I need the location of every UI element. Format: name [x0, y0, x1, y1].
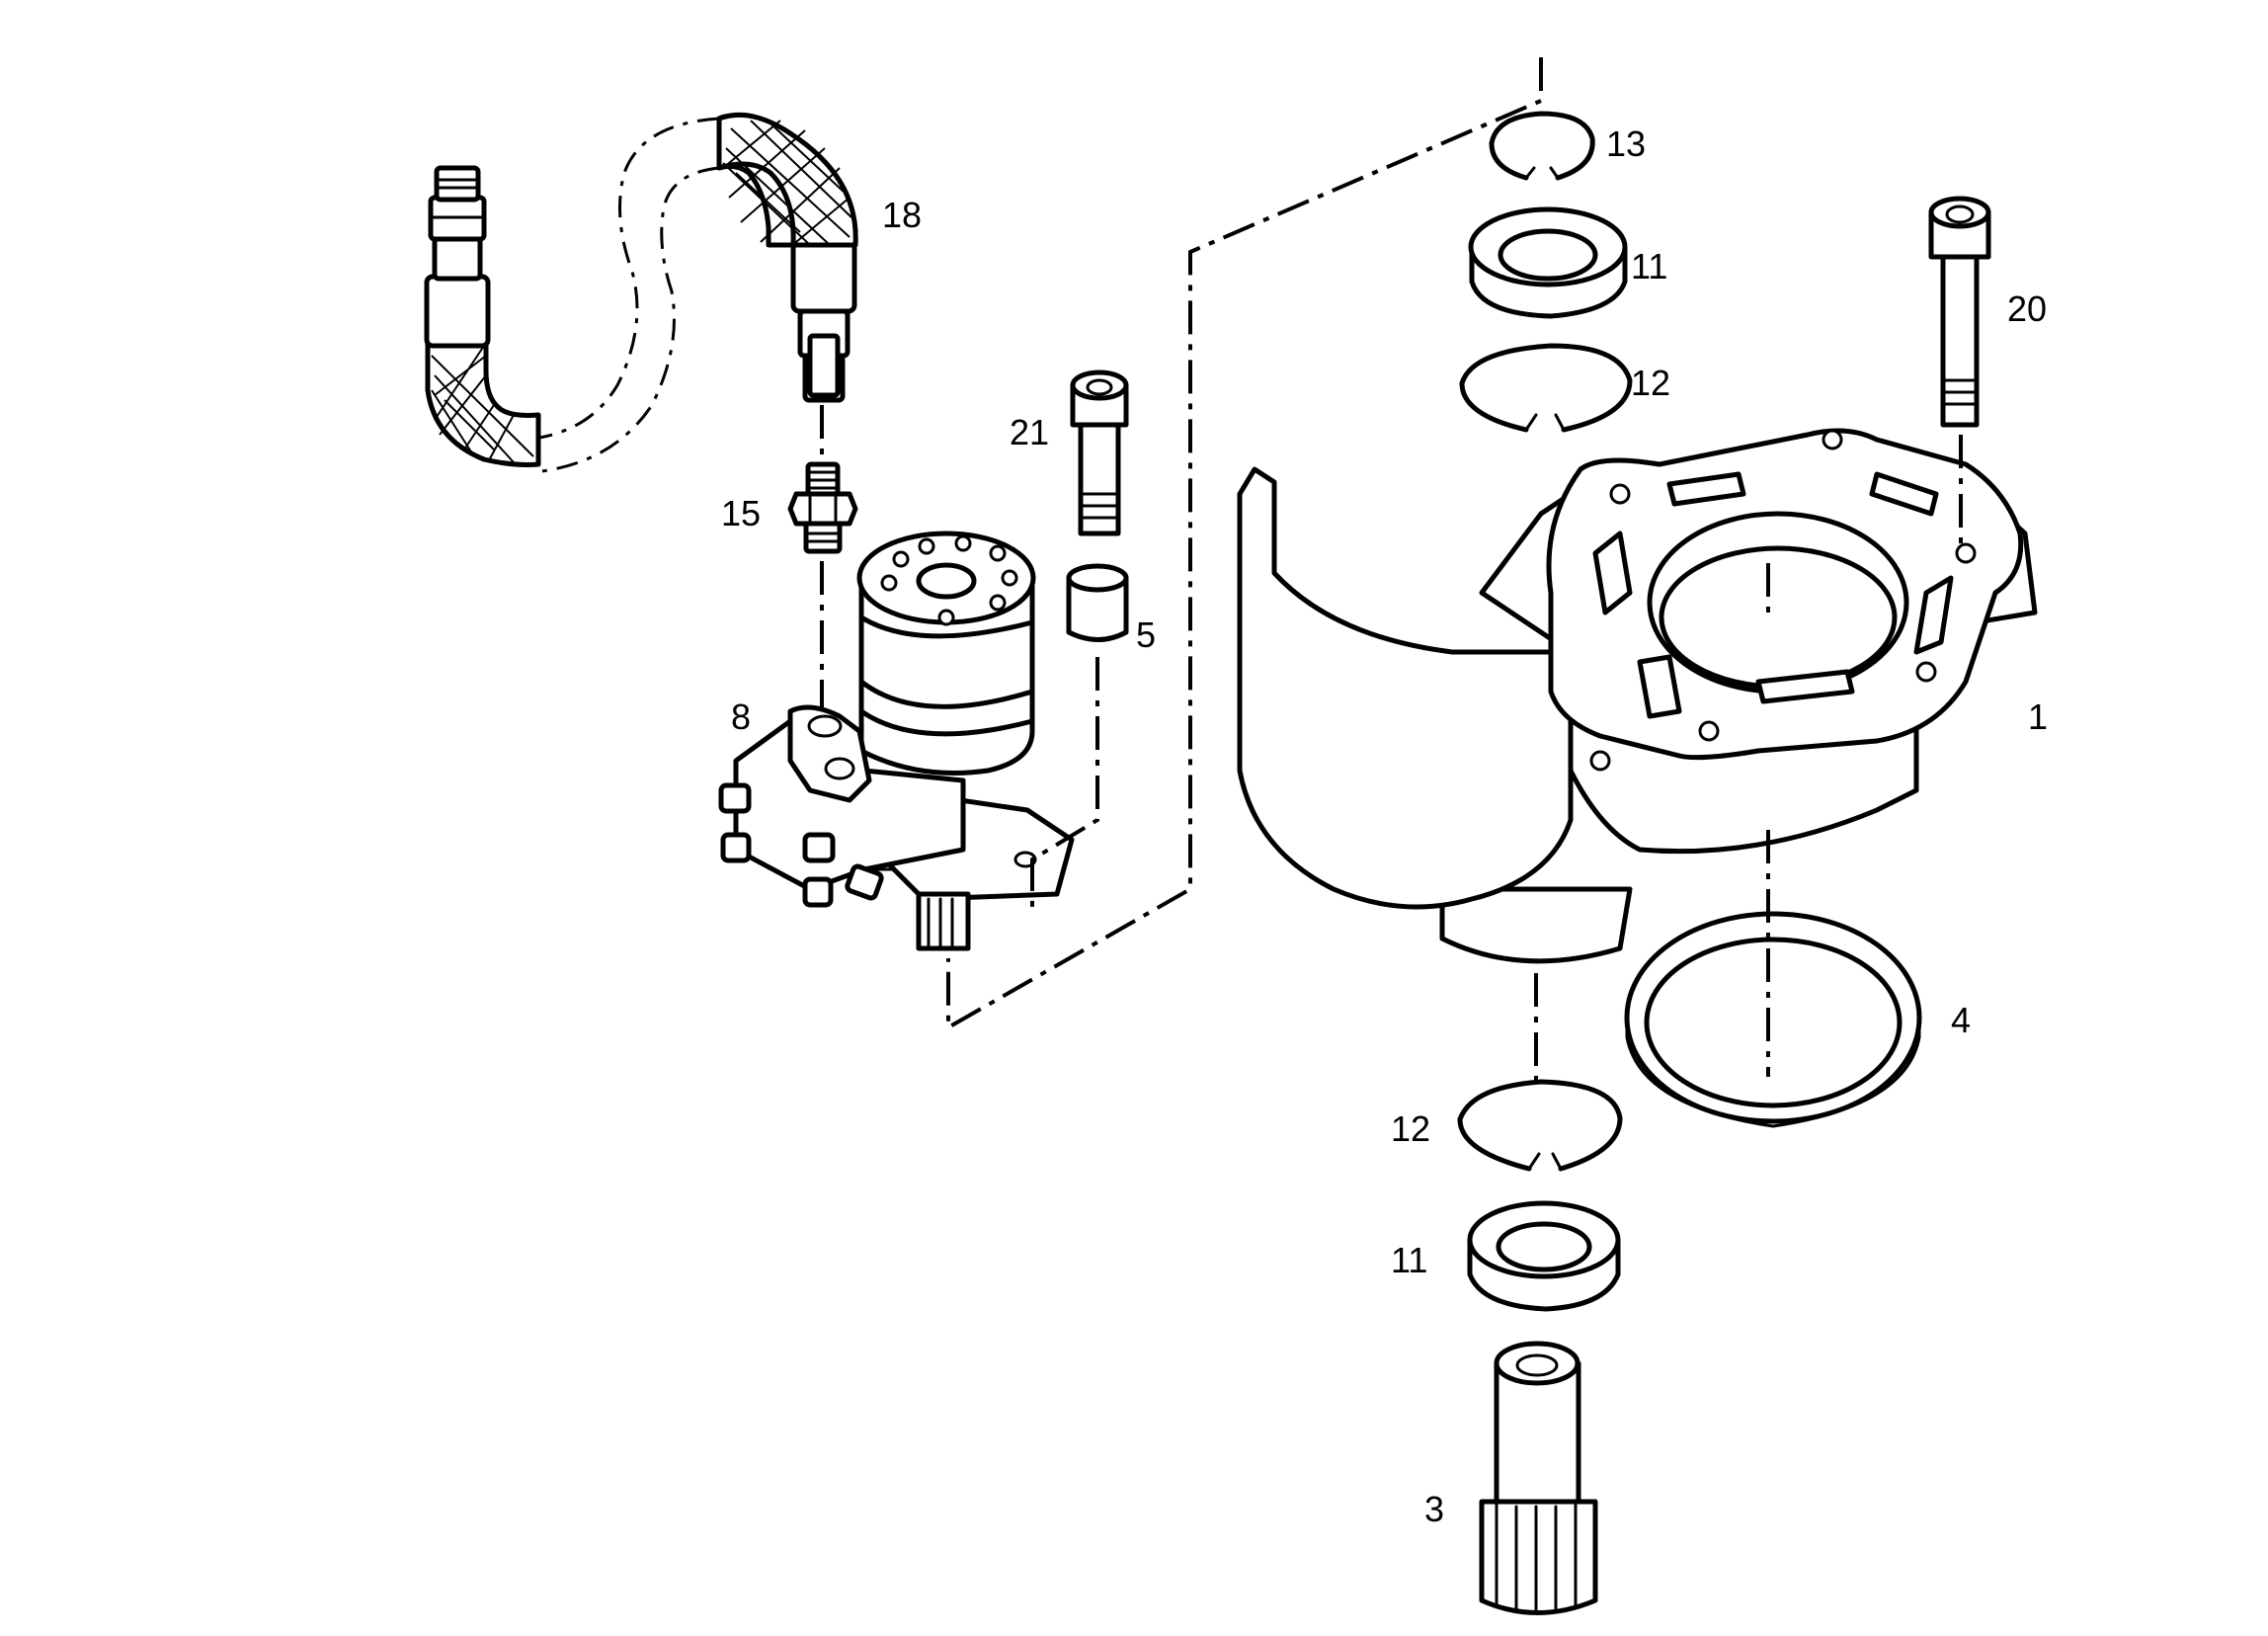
- label-part-11-bottom: 11: [1391, 1240, 1427, 1280]
- label-part-11-top: 11: [1631, 246, 1667, 286]
- cap-screw-small: [1070, 369, 1129, 536]
- label-part-12-bottom: 12: [1391, 1108, 1430, 1149]
- label-part-13: 13: [1606, 123, 1646, 164]
- snap-ring-top: [1459, 343, 1633, 433]
- label-part-5: 5: [1136, 614, 1156, 655]
- part-labels: 13 18 11 20 12 21 15 5 8 1 4 12 11 3: [721, 123, 2048, 1529]
- label-part-8: 8: [731, 696, 751, 737]
- circlip-top: [1489, 111, 1595, 181]
- label-part-12-top: 12: [1631, 363, 1670, 403]
- assembly-boundary-line: [946, 57, 1543, 1031]
- label-part-3: 3: [1424, 1489, 1444, 1529]
- label-part-4: 4: [1951, 1000, 1971, 1040]
- cap-screw-large: [1928, 196, 1991, 428]
- spacer-bushing: [1066, 563, 1129, 642]
- label-part-18: 18: [882, 195, 922, 235]
- bearing-top: [1468, 206, 1628, 319]
- bearing-bottom: [1467, 1200, 1621, 1312]
- hydraulic-hose: [424, 112, 858, 474]
- hydraulic-motor: [718, 531, 1075, 951]
- label-part-20: 20: [2007, 288, 2047, 329]
- label-part-15: 15: [721, 493, 761, 533]
- adapter-nipple: [787, 461, 858, 554]
- gearbox-housing: [1237, 428, 2038, 964]
- dashline-spacer-to-motor: [1030, 657, 1099, 909]
- snap-ring-bottom: [1457, 1079, 1623, 1172]
- label-part-21: 21: [1010, 412, 1049, 452]
- label-part-1: 1: [2028, 696, 2048, 737]
- dashline-housing-center: [1534, 435, 1963, 1087]
- sealing-ring-large: [1624, 911, 1922, 1128]
- pinion-shaft: [1479, 1341, 1598, 1615]
